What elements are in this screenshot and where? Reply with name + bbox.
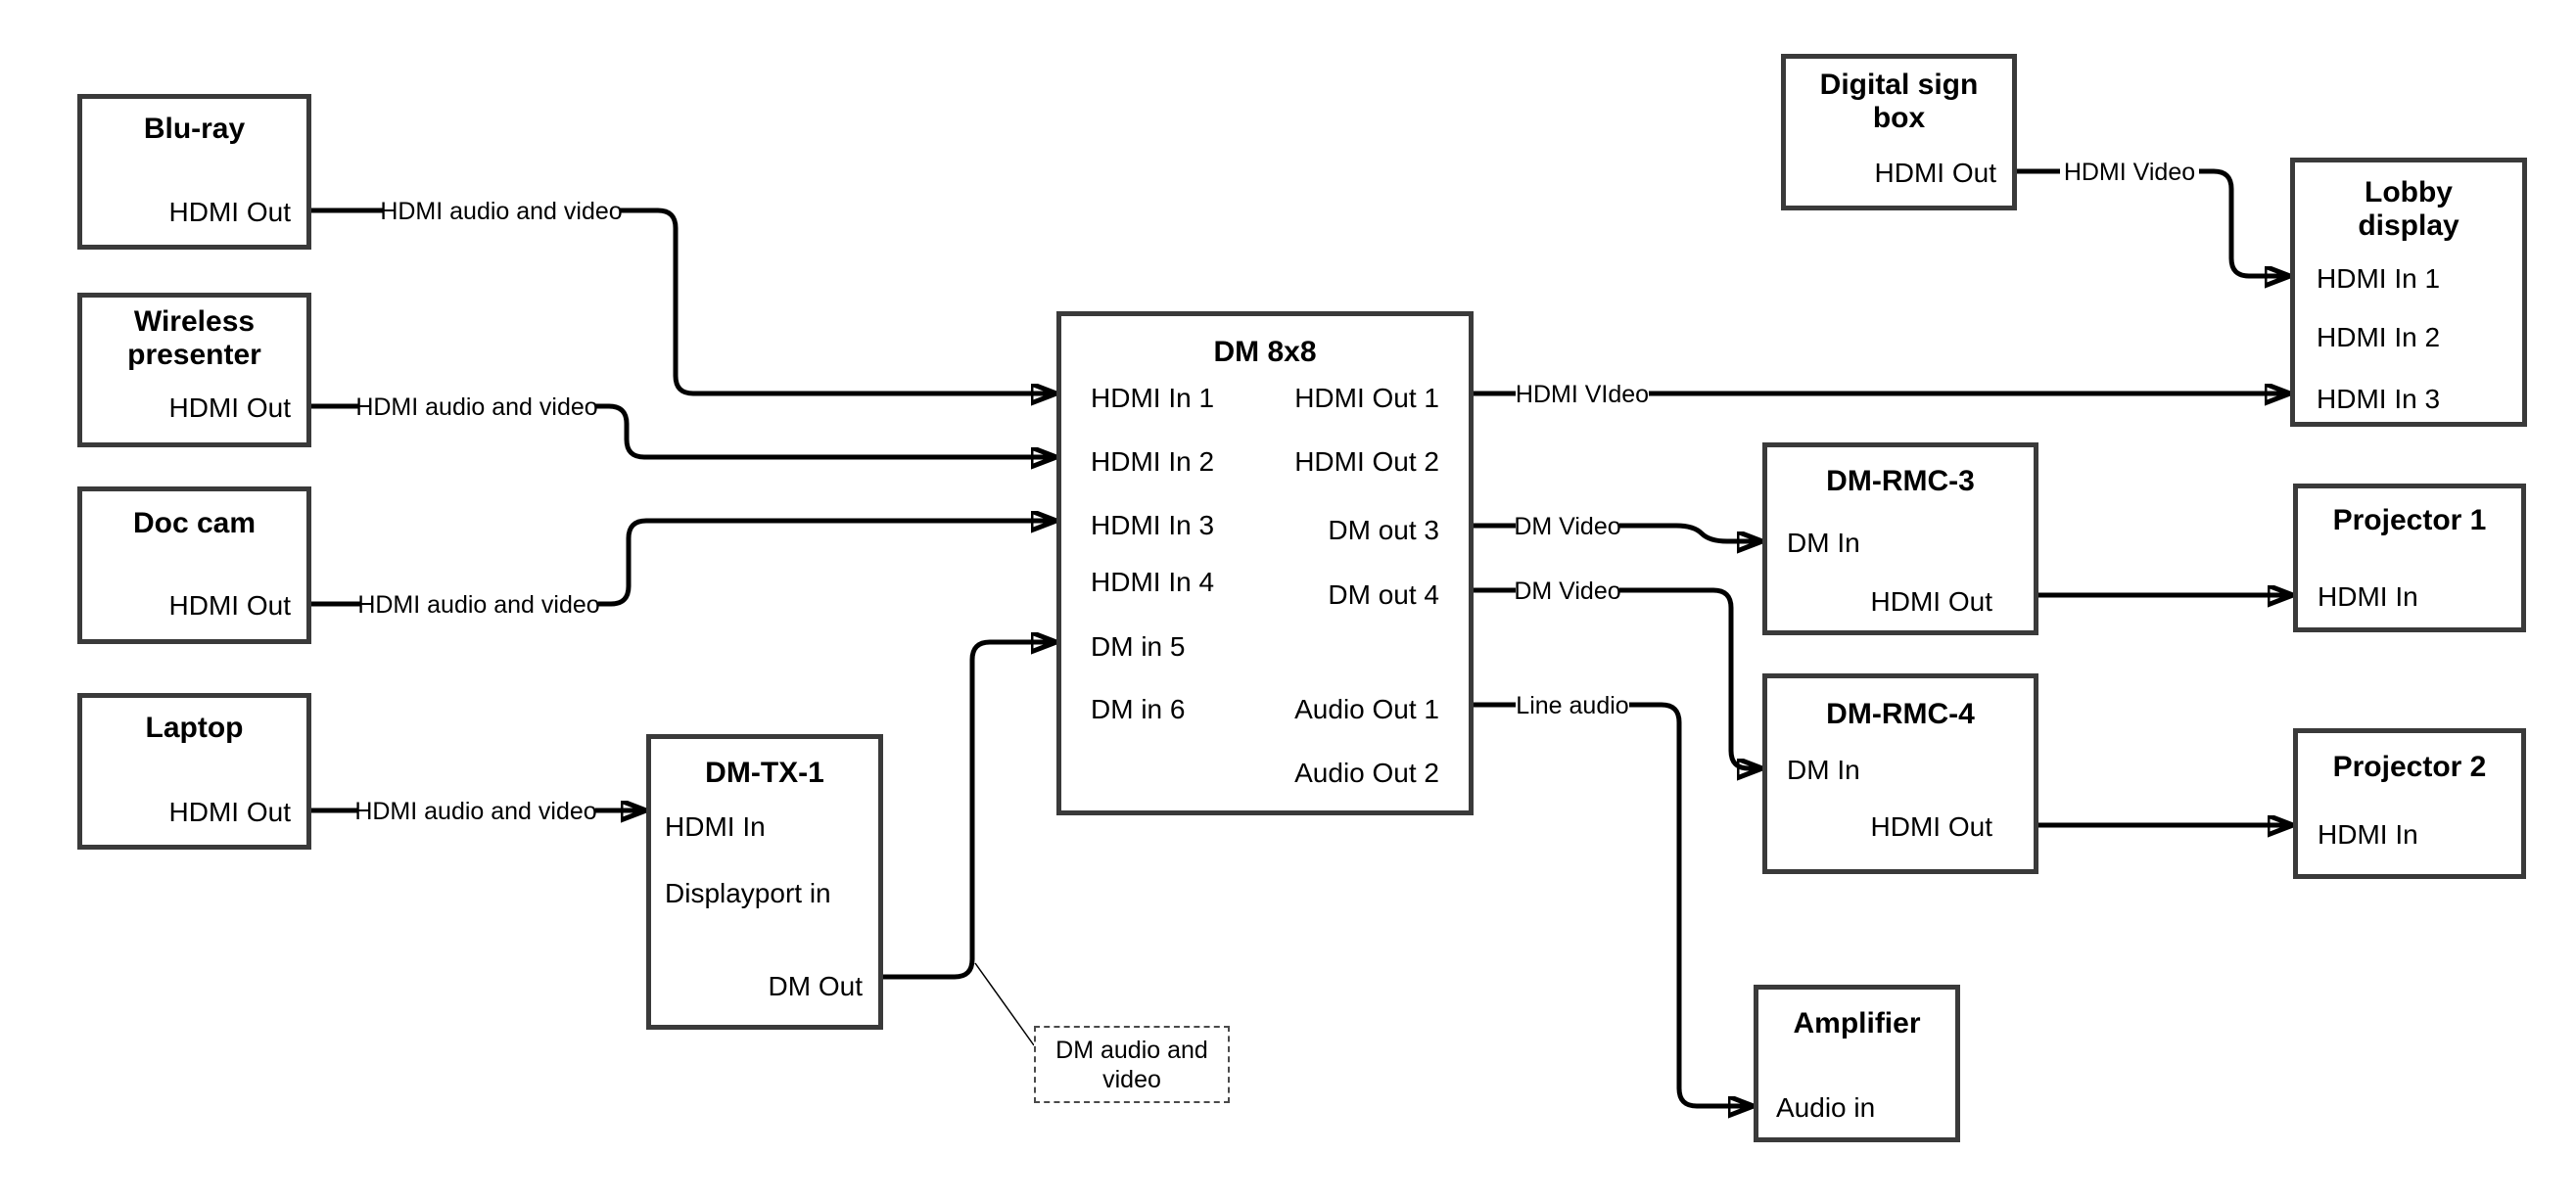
- wire-dm8x8-audio1-to-amplifier: [1629, 702, 1754, 1106]
- node-title: Laptop: [145, 712, 244, 744]
- port-hdmi-in-4: HDMI In 4: [1091, 567, 1215, 597]
- port-hdmi-out: HDMI Out: [168, 197, 291, 227]
- port-hdmi-in-1: HDMI In 1: [1091, 383, 1215, 413]
- node-dm-rmc-3: DM-RMC-3 DM In HDMI Out: [1762, 442, 2038, 635]
- port-hdmi-in-3: HDMI In 3: [2317, 384, 2441, 414]
- title-line-2: display: [2358, 209, 2459, 242]
- port-audio-out-1: Audio Out 1: [1294, 694, 1439, 724]
- node-title: Digital sign box: [1786, 69, 2012, 135]
- node-projector-2: Projector 2 HDMI In: [2293, 728, 2526, 879]
- port-dm-in-6: DM in 6: [1091, 694, 1186, 724]
- wire-label-doccam: HDMI audio and video: [357, 591, 599, 619]
- node-title: Amplifier: [1793, 1007, 1921, 1039]
- wire-label-hdmi-video-digital: HDMI Video: [2064, 159, 2195, 186]
- port-dm-out: DM Out: [768, 971, 863, 1001]
- wire-wireless-to-dm8x8-in2: [595, 403, 1056, 457]
- node-dm-tx-1: DM-TX-1 HDMI In Displayport in DM Out: [646, 734, 883, 1030]
- port-dm-in: DM In: [1787, 755, 1860, 785]
- port-dm-in: DM In: [1787, 528, 1860, 558]
- wire-dm8x8-out4-to-rmc4: [1619, 587, 1762, 768]
- port-dm-out-3: DM out 3: [1328, 515, 1439, 545]
- wire-label-laptop: HDMI audio and video: [354, 798, 596, 825]
- wire-doccam-to-dm8x8-in3: [598, 521, 1056, 607]
- node-title: DM-TX-1: [705, 757, 824, 789]
- node-doc-cam: Doc cam HDMI Out: [77, 486, 311, 644]
- port-hdmi-in: HDMI In: [2318, 819, 2418, 850]
- node-title: Projector 2: [2332, 751, 2487, 783]
- node-title: Lobby display: [2295, 176, 2522, 243]
- port-hdmi-in: HDMI In: [665, 811, 766, 842]
- node-title: Doc cam: [132, 507, 257, 539]
- node-bluray: Blu-ray HDMI Out: [77, 94, 311, 250]
- node-wireless-presenter: Wireless presenter HDMI Out: [77, 293, 311, 447]
- title-line-1: Wireless: [133, 305, 256, 338]
- port-hdmi-in-1: HDMI In 1: [2317, 263, 2441, 294]
- wire-dm8x8-out3-to-rmc3: [1619, 523, 1762, 541]
- port-hdmi-out: HDMI Out: [1874, 158, 1996, 188]
- node-dm-8x8: DM 8x8 HDMI In 1 HDMI In 2 HDMI In 3 HDM…: [1056, 311, 1474, 815]
- port-hdmi-in: HDMI In: [2318, 581, 2418, 612]
- wire-label-bluray: HDMI audio and video: [380, 198, 622, 225]
- port-hdmi-out: HDMI Out: [1870, 811, 1992, 842]
- wire-label-dm-video-4: DM Video: [1514, 577, 1620, 605]
- node-dm-rmc-4: DM-RMC-4 DM In HDMI Out: [1762, 673, 2038, 874]
- node-title: DM-RMC-4: [1826, 698, 1975, 730]
- title-line-1: Lobby: [2365, 176, 2453, 208]
- port-hdmi-out-2: HDMI Out 2: [1294, 446, 1439, 477]
- wire-label-line-audio: Line audio: [1516, 692, 1628, 719]
- node-title: DM 8x8: [1213, 336, 1317, 368]
- node-digital-sign-box: Digital sign box HDMI Out: [1781, 54, 2017, 210]
- wire-label-dm-video-3: DM Video: [1514, 513, 1620, 540]
- title-line-1: Digital sign: [1819, 69, 1979, 101]
- port-audio-in: Audio in: [1776, 1092, 1876, 1123]
- port-hdmi-in-2: HDMI In 2: [1091, 446, 1215, 477]
- wire-dmtx1-to-dm8x8-in5: [883, 642, 1056, 980]
- callout-line-2: video: [1102, 1065, 1161, 1093]
- port-hdmi-out: HDMI Out: [168, 590, 291, 621]
- node-lobby-display: Lobby display HDMI In 1 HDMI In 2 HDMI I…: [2290, 158, 2527, 427]
- port-hdmi-out: HDMI Out: [168, 393, 291, 423]
- node-amplifier: Amplifier Audio in: [1754, 985, 1960, 1142]
- port-hdmi-out: HDMI Out: [1870, 586, 1992, 617]
- port-dm-in-5: DM in 5: [1091, 631, 1186, 662]
- callout-line-1: DM audio and: [1055, 1036, 1208, 1064]
- callout-dm-audio-video: DM audio and video: [1034, 1026, 1230, 1103]
- title-line-2: box: [1872, 102, 1926, 134]
- port-hdmi-in-3: HDMI In 3: [1091, 510, 1215, 540]
- wire-digitalsign-to-lobby-in1: [2199, 168, 2290, 276]
- node-projector-1: Projector 1 HDMI In: [2293, 484, 2526, 632]
- port-audio-out-2: Audio Out 2: [1294, 758, 1439, 788]
- port-hdmi-in-2: HDMI In 2: [2317, 322, 2441, 352]
- wire-bluray-to-dm8x8-in1: [620, 208, 1056, 393]
- port-displayport-in: Displayport in: [665, 878, 831, 908]
- node-laptop: Laptop HDMI Out: [77, 693, 311, 850]
- port-dm-out-4: DM out 4: [1328, 579, 1439, 610]
- node-title: Projector 1: [2332, 504, 2487, 536]
- wire-label-wireless: HDMI audio and video: [355, 393, 597, 421]
- title-line-2: presenter: [127, 339, 261, 371]
- node-title: Blu-ray: [143, 113, 246, 145]
- node-title: DM-RMC-3: [1826, 465, 1975, 497]
- port-hdmi-out-1: HDMI Out 1: [1294, 383, 1439, 413]
- node-title: Wireless presenter: [82, 305, 306, 372]
- port-hdmi-out: HDMI Out: [168, 797, 291, 827]
- callout-leader-line: [974, 962, 1035, 1046]
- wire-label-hdmi-video-out1: HDMI VIdeo: [1516, 381, 1649, 408]
